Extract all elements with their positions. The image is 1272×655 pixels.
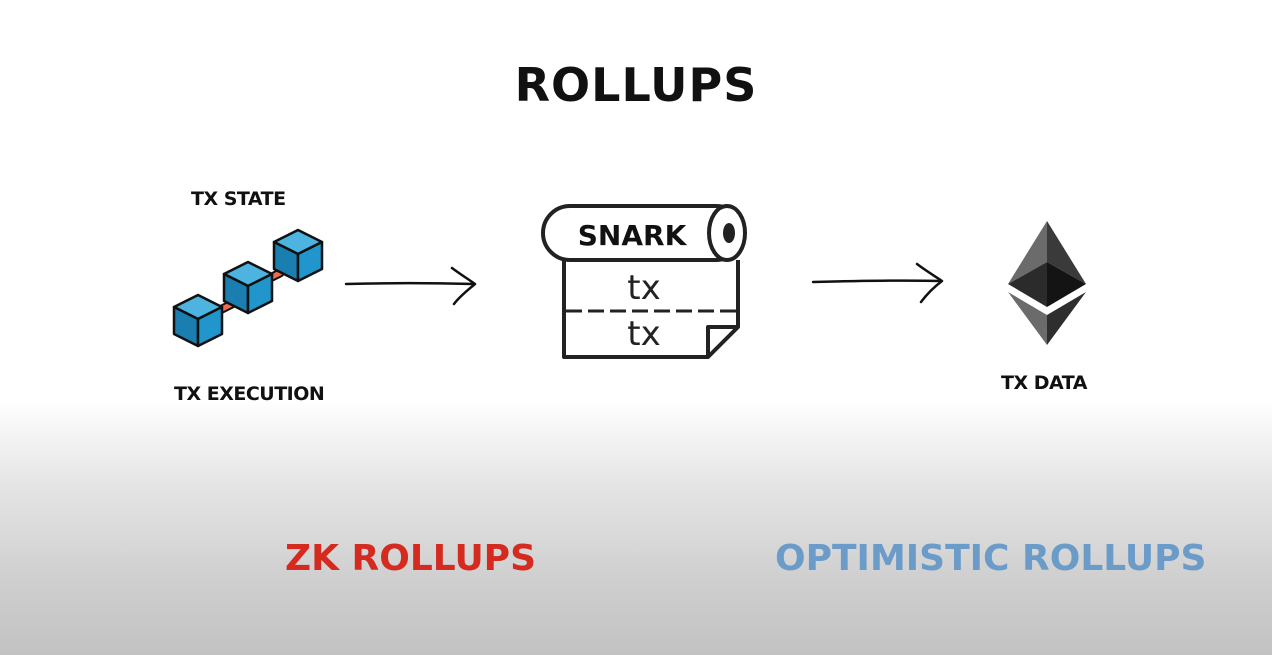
scroll-icon: SNARK tx tx <box>541 204 747 359</box>
zk-rollups-label: ZK ROLLUPS <box>285 538 536 579</box>
optimistic-rollups-label: OPTIMISTIC ROLLUPS <box>775 538 1207 579</box>
ethereum-icon <box>1008 221 1086 345</box>
tx-execution-label: TX EXECUTION <box>174 383 325 405</box>
snark-label: SNARK <box>578 219 688 252</box>
tx-row-label: tx <box>627 268 660 308</box>
arrow-right-icon <box>811 262 944 304</box>
tx-state-label: TX STATE <box>191 188 286 210</box>
page-title: ROLLUPS <box>514 58 758 112</box>
tx-data-label: TX DATA <box>1001 372 1087 394</box>
blockchain-icon <box>172 228 324 348</box>
tx-row-label: tx <box>627 314 660 354</box>
arrow-right-icon <box>344 266 477 306</box>
